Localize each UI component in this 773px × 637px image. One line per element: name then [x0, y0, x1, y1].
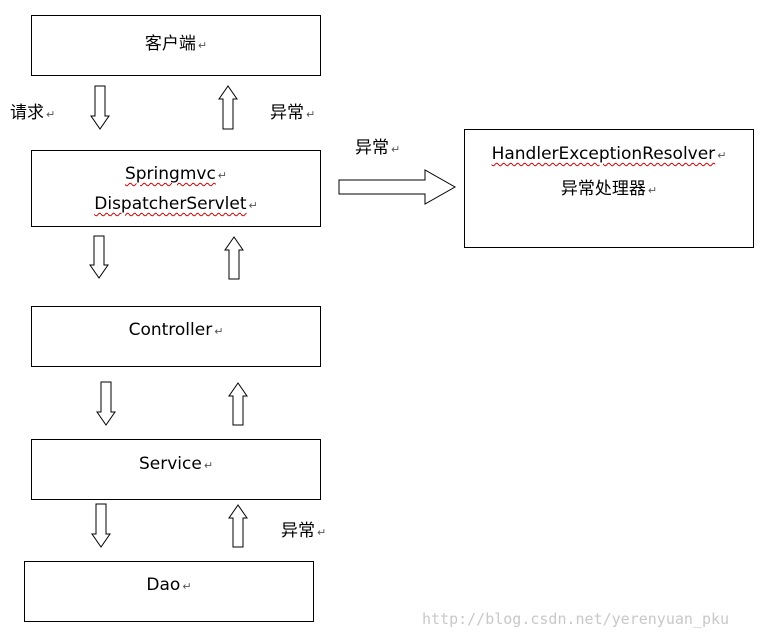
return-mark: ↵: [182, 580, 192, 593]
dispatcher-box: Springmvc↵ DispatcherServlet↵: [31, 150, 321, 227]
down-arrow-client-dispatcher: [90, 85, 110, 130]
exception-label-side: 异常↵: [355, 138, 401, 158]
down-arrow-dispatcher-controller: [89, 235, 109, 279]
exception-label-bottom: 异常↵: [281, 521, 327, 541]
return-mark: ↵: [46, 108, 56, 121]
dispatcher-label-line2: DispatcherServlet: [94, 194, 247, 214]
service-label: Service: [138, 454, 202, 474]
return-mark: ↵: [203, 459, 214, 472]
up-arrow-dispatcher-client: [218, 85, 238, 130]
return-mark: ↵: [647, 184, 658, 197]
return-mark: ↵: [214, 325, 224, 338]
watermark: http://blog.csdn.net/yerenyuan_pku: [422, 610, 730, 628]
up-arrow-controller-dispatcher: [224, 236, 244, 280]
service-box: Service↵: [31, 439, 321, 500]
client-label: 客户端: [144, 34, 196, 54]
exception-label-top: 异常↵: [270, 103, 316, 123]
client-box: 客户端↵: [31, 15, 321, 76]
controller-label: Controller: [128, 320, 213, 340]
return-mark: ↵: [306, 108, 316, 121]
up-arrow-dao-service: [228, 504, 248, 548]
return-mark: ↵: [248, 199, 258, 212]
dao-box: Dao↵: [24, 561, 314, 622]
return-mark: ↵: [317, 526, 327, 539]
dao-label: Dao: [146, 575, 181, 595]
right-arrow-dispatcher-resolver: [338, 169, 457, 205]
return-mark: ↵: [717, 149, 727, 162]
return-mark: ↵: [391, 143, 401, 156]
return-mark: ↵: [197, 39, 208, 52]
controller-box: Controller↵: [31, 306, 321, 367]
resolver-label-line2: 异常处理器: [560, 179, 646, 199]
resolver-box: HandlerExceptionResolver↵ 异常处理器↵: [464, 129, 754, 248]
down-arrow-service-dao: [91, 503, 111, 548]
up-arrow-service-controller: [228, 382, 248, 426]
resolver-label-line1: HandlerExceptionResolver: [491, 144, 716, 164]
request-label: 请求↵: [10, 103, 56, 123]
dispatcher-label-line1: Springmvc: [124, 164, 216, 184]
down-arrow-controller-service: [96, 381, 116, 426]
return-mark: ↵: [217, 169, 228, 182]
